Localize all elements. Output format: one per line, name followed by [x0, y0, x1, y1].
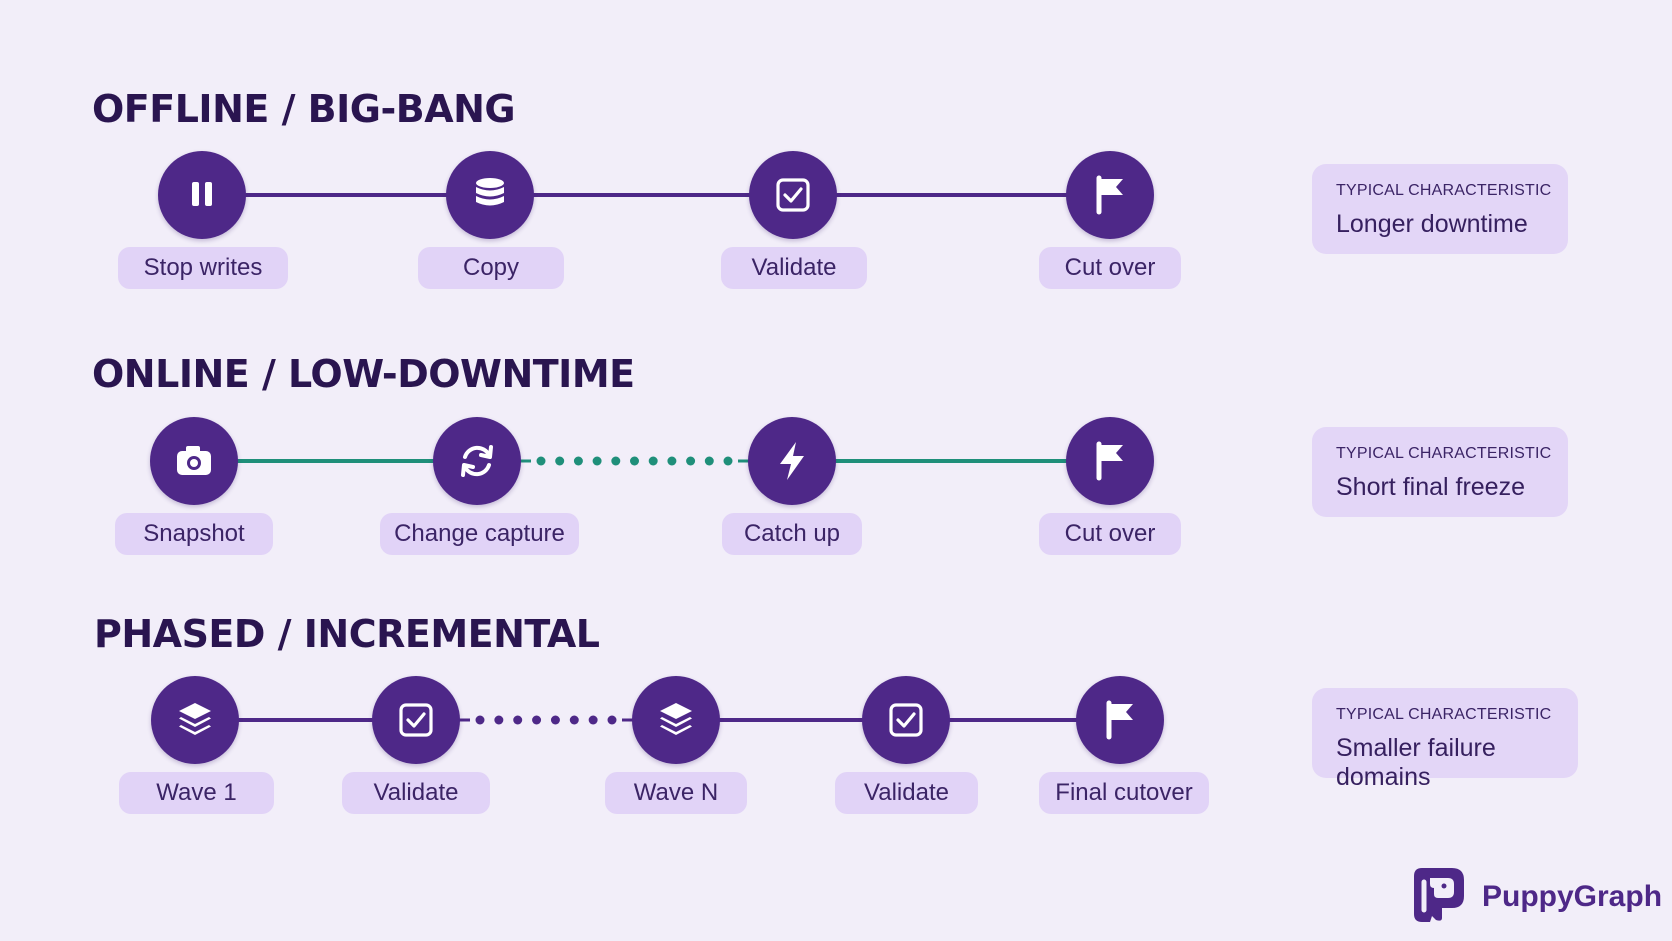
- connector-dot: [475, 715, 485, 725]
- checkbox-icon: [889, 703, 923, 737]
- step-node: [1066, 417, 1154, 505]
- timeline-offline: Stop writes Copy Validate Cut over: [0, 148, 1200, 298]
- connector-dot: [494, 715, 504, 725]
- characteristic-card: TYPICAL CHARACTERISTIC Smaller failure d…: [1312, 688, 1578, 791]
- step-label: Snapshot: [115, 513, 273, 555]
- connector-dot: [573, 456, 583, 466]
- lightning-icon: [780, 442, 804, 480]
- connector-track: [236, 456, 1068, 466]
- step-label: Wave N: [605, 772, 747, 814]
- timeline-phased: Wave 1 Validate Wave N Validate Final cutove…: [0, 673, 1209, 823]
- step-node: [1076, 676, 1164, 764]
- connector-dot: [588, 715, 598, 725]
- section-title: PHASED / INCREMENTAL: [94, 612, 600, 656]
- step-node: [150, 417, 238, 505]
- layers-icon: [179, 703, 211, 735]
- sync-icon: [461, 445, 493, 477]
- card-value: Smaller failure domains: [1336, 734, 1496, 791]
- connector-dot: [550, 715, 560, 725]
- connector-dot: [723, 456, 733, 466]
- flag-icon: [1096, 175, 1123, 215]
- step-label: Final cutover: [1039, 772, 1209, 814]
- step-label: Stop writes: [118, 247, 288, 289]
- step-label: Change capture: [380, 513, 579, 555]
- connector-dot: [648, 456, 658, 466]
- connector-dot: [569, 715, 579, 725]
- step-node: [862, 676, 950, 764]
- connector-dot: [667, 456, 677, 466]
- section-title: ONLINE / LOW-DOWNTIME: [92, 352, 635, 396]
- connector-dot: [532, 715, 542, 725]
- characteristic-card: TYPICAL CHARACTERISTIC Short final freez…: [1312, 427, 1568, 517]
- step-node: [151, 676, 239, 764]
- connector-dot: [607, 715, 617, 725]
- connector-dot: [704, 456, 714, 466]
- card-value: Longer downtime: [1336, 210, 1528, 238]
- step-label: Cut over: [1039, 247, 1181, 289]
- timeline-online: Snapshot Change capture Catch up Cut over: [0, 414, 1200, 564]
- card-caption: TYPICAL CHARACTERISTIC: [1336, 445, 1552, 462]
- step-node: [433, 417, 521, 505]
- connector-dot: [592, 456, 602, 466]
- camera-icon: [177, 446, 211, 475]
- layers-icon: [660, 703, 692, 735]
- connector-dot: [513, 715, 523, 725]
- connector-dot: [630, 456, 639, 466]
- step-label: Copy: [418, 247, 564, 289]
- brand-name: PuppyGraph: [1482, 880, 1663, 913]
- connector-dot: [536, 456, 546, 466]
- step-label: Validate: [835, 772, 978, 814]
- database-icon: [476, 178, 504, 206]
- flag-icon: [1106, 700, 1133, 740]
- card-caption: TYPICAL CHARACTERISTIC: [1336, 706, 1552, 723]
- puppygraph-logo-icon: [1414, 868, 1464, 922]
- section-title: OFFLINE / BIG-BANG: [92, 87, 516, 131]
- connector-dot: [686, 456, 696, 466]
- characteristic-card: TYPICAL CHARACTERISTIC Longer downtime: [1312, 164, 1568, 254]
- brand: PuppyGraph: [1408, 866, 1662, 922]
- step-node: [446, 151, 534, 239]
- step-node: [1066, 151, 1154, 239]
- step-label: Validate: [342, 772, 490, 814]
- flag-icon: [1096, 441, 1123, 481]
- step-label: Cut over: [1039, 513, 1181, 555]
- checkbox-icon: [776, 178, 810, 212]
- step-node: [748, 417, 836, 505]
- pause-icon: [192, 182, 212, 206]
- step-label: Validate: [721, 247, 867, 289]
- connector-track: [237, 715, 1078, 725]
- connector-dot: [611, 456, 621, 466]
- card-caption: TYPICAL CHARACTERISTIC: [1336, 182, 1552, 199]
- step-node: [749, 151, 837, 239]
- step-node: [632, 676, 720, 764]
- connector-dot: [555, 456, 565, 466]
- checkbox-icon: [399, 703, 433, 737]
- step-label: Wave 1: [119, 772, 274, 814]
- step-node: [158, 151, 246, 239]
- step-node: [372, 676, 460, 764]
- connector-track: [244, 193, 1068, 197]
- card-value: Short final freeze: [1336, 473, 1525, 501]
- step-label: Catch up: [722, 513, 862, 555]
